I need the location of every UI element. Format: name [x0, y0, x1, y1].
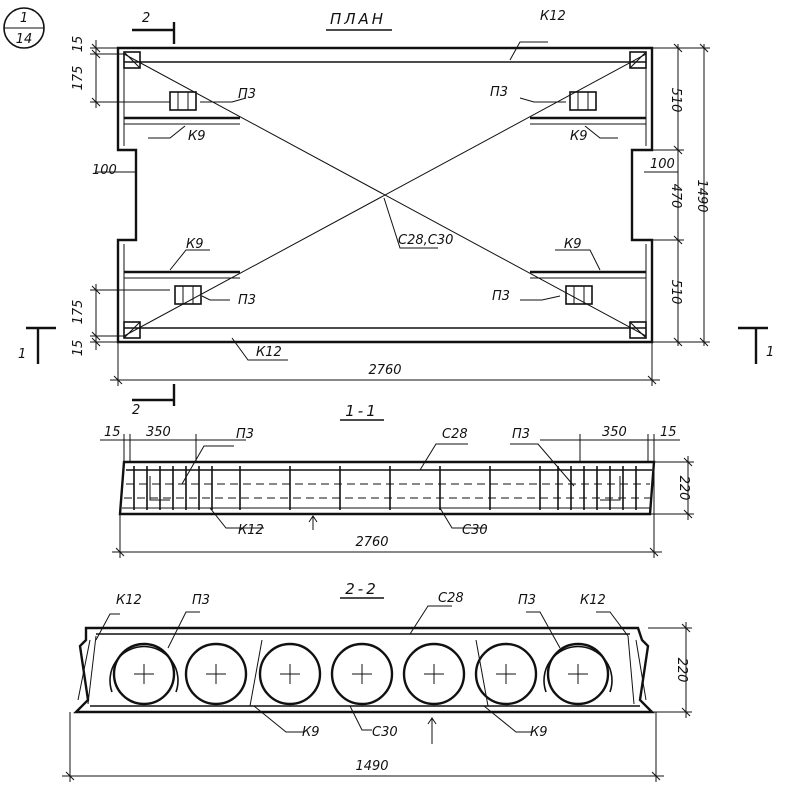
dim-right100: 100	[650, 157, 675, 172]
plan-label-p3-bl: П3	[238, 293, 256, 308]
cut-1-right: 1	[738, 326, 774, 364]
end-loop-left	[149, 476, 170, 501]
s11-dim-height: 220	[676, 476, 691, 501]
cut-2-top-label: 2	[142, 11, 150, 26]
s22-label-p3-left: П3	[192, 593, 210, 608]
plan-label-p3-tr: П3	[490, 85, 508, 100]
void-2	[258, 642, 322, 706]
loop-p3-right	[543, 645, 613, 693]
plan-label-k9-tr: К9	[570, 129, 588, 144]
section11-title: 1-1	[345, 402, 379, 420]
loop-tr	[569, 91, 597, 111]
dim-bot175: 175	[71, 300, 86, 325]
cut-1-left-label: 1	[18, 347, 26, 362]
s11-label-p3-right: П3	[512, 427, 530, 442]
section-2-2: 2-2 К12 П3 С28 П3 К12 К9 С30 К9	[62, 580, 692, 782]
dim-top15: 15	[71, 36, 86, 53]
s11-dim-length: 2760	[355, 535, 388, 550]
loop-tl	[169, 91, 197, 111]
s11-dim-left15: 15	[104, 425, 121, 440]
plan-label-k9-br: К9	[564, 237, 582, 252]
void-0	[112, 642, 176, 706]
dim-right1490: 1490	[694, 179, 709, 212]
cut-1-left: 1	[18, 326, 56, 364]
plan-label-k12-top: К12	[540, 9, 566, 24]
s22-label-p3-right: П3	[518, 593, 536, 608]
s22-label-k12-left: К12	[116, 593, 142, 608]
s11-dim-right15: 15	[660, 425, 677, 440]
s11-label-k12: К12	[238, 523, 264, 538]
cut-2-bottom-label: 2	[132, 403, 140, 418]
cut-1-right-label: 1	[766, 345, 774, 360]
dim-right510b: 510	[668, 280, 683, 305]
section-1-1: 1-1 П3 С28 П3 К12 С30 15 350 350 15	[100, 402, 694, 558]
void-5	[474, 642, 538, 706]
loop-p3-left	[109, 645, 179, 693]
dim-left100: 100	[92, 163, 117, 178]
plan-label-p3-br: П3	[492, 289, 510, 304]
void-6	[546, 642, 610, 706]
void-3	[330, 642, 394, 706]
void-4	[402, 642, 466, 706]
plan-label-p3-tl: П3	[238, 87, 256, 102]
loop-br	[565, 285, 593, 305]
plan-label-k12-bottom: К12	[256, 345, 282, 360]
plan-view: ПЛАН	[18, 9, 774, 418]
s11-dim-left350: 350	[146, 425, 171, 440]
plan-title: ПЛАН	[330, 10, 386, 28]
badge-bottom: 14	[16, 32, 33, 47]
cut-2-top: 2	[132, 11, 176, 44]
s22-label-c28: С28	[438, 591, 464, 606]
plan-label-k9-tl: К9	[188, 129, 206, 144]
loop-bl	[174, 285, 202, 305]
void-1	[184, 642, 248, 706]
end-loop-right	[600, 476, 621, 501]
plan-label-k9-bl: К9	[186, 237, 204, 252]
s22-label-k9-right: К9	[530, 725, 548, 740]
plan-label-c28c30: С28,С30	[398, 233, 453, 248]
section22-voids	[109, 642, 613, 706]
s11-label-p3-left: П3	[236, 427, 254, 442]
s22-label-k12-right: К12	[580, 593, 606, 608]
section22-outline	[73, 626, 655, 714]
s22-label-c30: С30	[372, 725, 398, 740]
dim-right510a: 510	[668, 88, 683, 113]
s22-label-k9-left: К9	[302, 725, 320, 740]
section11-stirrups	[133, 466, 637, 510]
badge-top: 1	[20, 11, 28, 26]
dim-bot15: 15	[71, 340, 86, 357]
s22-dim-width: 1490	[355, 759, 388, 774]
cut-2-bottom: 2	[132, 384, 176, 418]
dim-top175: 175	[71, 66, 86, 91]
dim-right470: 470	[668, 184, 683, 209]
s11-dim-right350: 350	[602, 425, 627, 440]
s11-label-c30: С30	[462, 523, 488, 538]
section22-title: 2-2	[345, 580, 379, 598]
dim-plan-length: 2760	[368, 363, 401, 378]
s11-label-c28: С28	[442, 427, 468, 442]
s22-dim-height: 220	[674, 658, 689, 683]
sheet-badge: 1 14	[3, 7, 45, 49]
